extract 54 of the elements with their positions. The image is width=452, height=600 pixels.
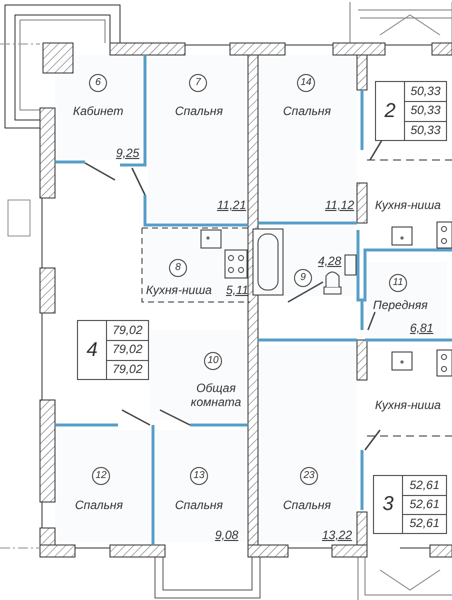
- room-floor: [258, 55, 357, 221]
- area-table: [77, 320, 149, 380]
- room-number: 8: [169, 259, 187, 277]
- room-name: Спальня: [75, 498, 123, 512]
- area-value: 79,02: [107, 321, 148, 342]
- room-area-value: 13,22: [322, 528, 352, 542]
- room-floor: [367, 262, 447, 337]
- room-area-value: 9,25: [116, 146, 140, 160]
- area-value: 50,33: [405, 101, 446, 122]
- area-value: 79,02: [111, 360, 144, 378]
- room-floor: [150, 330, 248, 420]
- area-value: 79,02: [107, 340, 148, 361]
- room-name: Кухня-ниша: [146, 283, 212, 297]
- room-name: Спальня: [175, 104, 223, 118]
- room-name: Спальня: [283, 498, 331, 512]
- room-name: Кабинет: [73, 104, 124, 118]
- area-value: 52,61: [403, 476, 446, 496]
- room-number: 10: [204, 352, 222, 370]
- room-area-value: 5,11: [226, 283, 248, 297]
- room-floor: [258, 226, 355, 296]
- room-name: Спальня: [283, 104, 331, 118]
- room-area-value: 4,28: [318, 254, 342, 268]
- kitchen-niche-area: [142, 228, 250, 302]
- room-area-value: 9,08: [215, 528, 238, 542]
- room-number: 9: [294, 269, 312, 287]
- room-floor: [156, 430, 248, 542]
- room-area-value: 11,21: [217, 198, 246, 212]
- room-number: 13: [190, 467, 208, 485]
- room-name: Общая комната: [190, 381, 242, 409]
- area-value: 50,33: [409, 122, 442, 139]
- room-floor: [258, 345, 357, 542]
- room-name: Кухня-ниша: [375, 198, 441, 212]
- room-area-value: 11,12: [325, 198, 354, 212]
- room-floor: [148, 55, 248, 223]
- apartment-number: 4: [78, 321, 107, 379]
- area-value: 52,61: [408, 515, 441, 532]
- room-number: 11: [389, 274, 407, 292]
- room-floor: [55, 430, 150, 542]
- room-name: Спальня: [175, 498, 223, 512]
- area-table: [375, 81, 447, 141]
- area-value: 52,61: [403, 495, 446, 515]
- room-number: 6: [89, 74, 107, 92]
- apartment-number: 2: [376, 82, 405, 140]
- room-floor: [55, 55, 145, 160]
- room-area-value: 6,81: [410, 321, 434, 335]
- area-table: [373, 475, 447, 534]
- room-number: 23: [300, 467, 318, 485]
- room-number: 14: [297, 74, 315, 92]
- room-name: Кухня-ниша: [375, 398, 441, 412]
- room-name: Передняя: [373, 298, 428, 312]
- room-number: 12: [92, 467, 110, 485]
- room-number: 7: [189, 74, 207, 92]
- apartment-number: 3: [374, 476, 403, 533]
- area-value: 50,33: [405, 82, 446, 102]
